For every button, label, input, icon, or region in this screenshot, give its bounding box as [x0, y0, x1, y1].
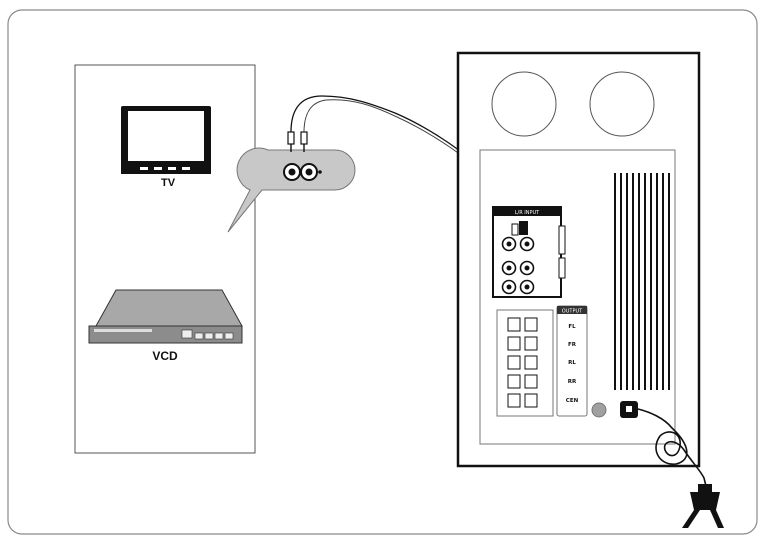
tv-label: TV	[161, 177, 176, 189]
jack-marker-dot	[318, 170, 322, 174]
power-socket-hole	[626, 406, 632, 412]
vcd-player-icon	[88, 289, 243, 344]
output-channel-fl: FL	[568, 324, 576, 330]
tv-icon	[121, 106, 211, 174]
volume-knob-icon	[558, 225, 566, 255]
rca-jack-left	[283, 163, 301, 181]
output-channel-rl: RL	[568, 360, 576, 366]
output-channel-rr: RR	[568, 379, 577, 385]
output-terminals	[507, 317, 538, 408]
vcd-label: VCD	[152, 349, 178, 363]
power-plug-icon	[682, 484, 724, 528]
connected-rca-plug-icon	[511, 221, 528, 236]
input-panel-label: L/R INPUT	[515, 210, 540, 216]
power-knob-icon	[591, 402, 607, 418]
output-panel-label: OUTPUT	[562, 309, 583, 315]
rca-jack-right	[300, 163, 318, 181]
input-panel-header	[493, 207, 561, 216]
output-channel-fr: FR	[568, 342, 577, 348]
rca-output-bubble	[227, 147, 356, 233]
power-cord	[637, 408, 707, 487]
crossover-switch-icon	[558, 257, 566, 279]
output-labels-header	[557, 306, 587, 314]
input-jack-row-3	[501, 279, 535, 295]
speaker-port-left	[491, 71, 557, 137]
output-channel-cen: CEN	[566, 398, 579, 404]
input-jack-row-1	[501, 236, 535, 252]
heatsink-vents	[614, 173, 670, 390]
speaker-port-right	[589, 71, 655, 137]
input-jack-row-2	[501, 260, 535, 276]
